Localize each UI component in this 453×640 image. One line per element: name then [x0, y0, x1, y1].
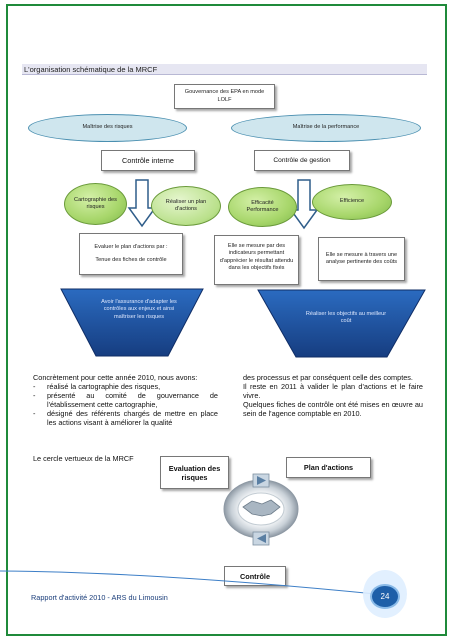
- cost-analysis-label: Elle se mesure à travers une analyse per…: [325, 251, 398, 265]
- cycle-label: Le cercle vertueux de la MRCF: [33, 454, 134, 463]
- footer-report: Rapport d'activité 2010 - ARS du Limousi…: [31, 593, 168, 602]
- funnel-left-label: Avoir l'assurance d'adapter les contrôle…: [101, 299, 177, 320]
- bullet-marker: -: [33, 408, 36, 418]
- bullet-1: - réalisé la cartographie des risques,: [33, 381, 218, 392]
- bullet-marker: -: [33, 381, 36, 391]
- bullet-3-text: désigné des référents chargés de mettre …: [47, 408, 218, 427]
- indicators-box: Elle se mesure par des indicateurs perme…: [214, 235, 299, 285]
- ellipse-performance: Maîtrise de la performance: [231, 114, 421, 142]
- section-title: L'organisation schématique de la MRCF: [24, 65, 158, 74]
- cost-analysis-box: Elle se mesure à travers une analyse per…: [318, 237, 405, 281]
- green-action-plan: Réaliser un plan d'actions: [151, 186, 221, 226]
- green-cartography: Cartographie des risques: [64, 183, 127, 225]
- indicators-label: Elle se mesure par des indicateurs perme…: [219, 243, 294, 272]
- green-efficiency: Efficacité Performance: [228, 187, 297, 227]
- cartography-label: Cartographie des risques: [74, 196, 117, 210]
- body-right-column: des processus et par conséquent celle de…: [243, 373, 423, 419]
- ellipse-risk-control: Maîtrise des risques: [28, 114, 187, 142]
- body-continuation: des processus et par conséquent celle de…: [243, 373, 413, 382]
- action-plan-label: Réaliser un plan d'actions: [165, 198, 207, 212]
- funnel-right-label: Réaliser les objectifs au meilleur coût: [305, 311, 387, 325]
- evaluate-plan-line2: Tenue des fiches de contrôle: [95, 257, 167, 263]
- body-para-2: Il reste en 2011 à valider le plan d'act…: [243, 381, 423, 400]
- governance-box: Gouvernance des EPA en mode LOLF: [174, 84, 275, 109]
- bullet-marker: -: [33, 390, 36, 400]
- internal-control-box: Contrôle interne: [101, 150, 195, 171]
- ellipse-performance-label: Maîtrise de la performance: [292, 124, 360, 131]
- bullet-2: - présenté au comité de gouvernance de l…: [33, 390, 218, 410]
- risk-evaluation-box: Evaluation des risques: [160, 456, 229, 489]
- internal-control-label: Contrôle interne: [122, 156, 174, 165]
- page-number-badge: 24: [370, 584, 400, 609]
- bullet-1-text: réalisé la cartographie des risques,: [47, 381, 161, 391]
- evaluate-plan-box: Evaluer le plan d'actions par : Tenue de…: [79, 233, 183, 275]
- control-box: Contrôle: [224, 566, 286, 586]
- efficience-label: Efficience: [339, 198, 365, 205]
- bullet-3: - désigné des référents chargés de mettr…: [33, 408, 218, 428]
- risk-evaluation-label: Evaluation des risques: [168, 463, 221, 482]
- action-plan-cycle-label: Plan d'actions: [303, 463, 354, 472]
- body-left-column: Concrètement pour cette année 2010, nous…: [33, 373, 218, 428]
- ellipse-risk-label: Maîtrise des risques: [82, 124, 133, 131]
- section-bar: [22, 64, 427, 75]
- green-efficience: Efficience: [312, 184, 392, 220]
- control-label: Contrôle: [240, 571, 270, 581]
- management-control-box: Contrôle de gestion: [254, 150, 350, 171]
- bullet-2-text: présenté au comité de gouvernance de l'é…: [47, 390, 218, 409]
- management-control-label: Contrôle de gestion: [273, 157, 331, 164]
- body-intro: Concrètement pour cette année 2010, nous…: [33, 373, 198, 382]
- efficiency-label: Efficacité Performance: [246, 199, 279, 213]
- governance-label: Gouvernance des EPA en mode LOLF: [184, 89, 265, 103]
- action-plan-box: Plan d'actions: [286, 457, 371, 478]
- body-para-3: Quelques fiches de contrôle ont été mise…: [243, 399, 423, 418]
- page-number: 24: [380, 592, 390, 601]
- evaluate-plan-line1: Evaluer le plan d'actions par :: [94, 243, 168, 250]
